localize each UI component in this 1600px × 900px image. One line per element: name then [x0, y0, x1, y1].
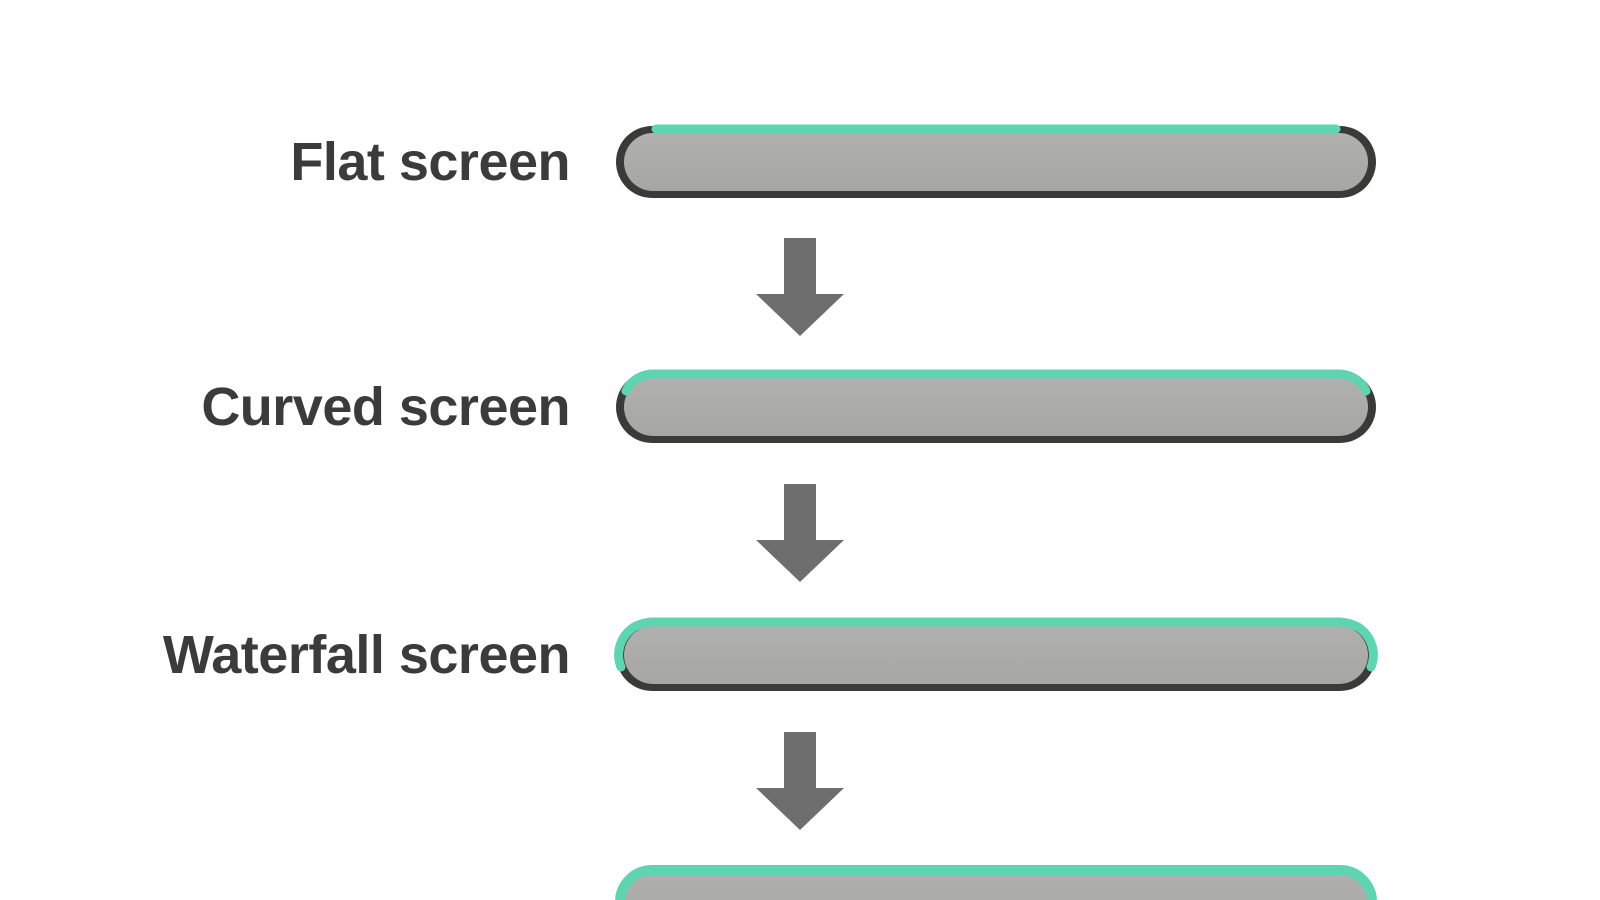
screen-shape-curved — [612, 357, 1380, 457]
diagram-step-waterfall-screen: Waterfall screen — [0, 605, 1600, 705]
screen-shape-flat — [612, 112, 1380, 212]
down-arrow-icon — [756, 238, 844, 336]
screen-display — [624, 133, 1368, 191]
teal-edge-highlight-waterfall — [614, 617, 1378, 672]
diagram-step-curved-screen: Curved screen — [0, 357, 1600, 457]
connector-arrow-2 — [0, 478, 1600, 588]
screen-display — [624, 873, 1368, 900]
step-label-waterfall-screen: Waterfall screen — [162, 625, 571, 685]
step-label-curved-screen: Curved screen — [201, 377, 570, 437]
step-label-clipped-container — [0, 866, 600, 900]
teal-edge-highlight-curved — [621, 369, 1371, 396]
down-arrow-icon — [756, 484, 844, 582]
diagram-step-flat-screen: Flat screen — [0, 112, 1600, 212]
screen-shape-full-wrap — [612, 852, 1380, 900]
down-arrow-icon — [756, 732, 844, 830]
step-label-flat-screen: Flat screen — [290, 132, 570, 192]
connector-arrow-1 — [0, 232, 1600, 342]
diagram-step-full-wrap-screen — [0, 852, 1600, 900]
connector-arrow-3 — [0, 726, 1600, 836]
teal-edge-highlight-full — [615, 865, 1377, 900]
screen-display — [624, 378, 1368, 436]
screen-shape-waterfall — [612, 605, 1380, 705]
screen-display — [624, 626, 1368, 684]
